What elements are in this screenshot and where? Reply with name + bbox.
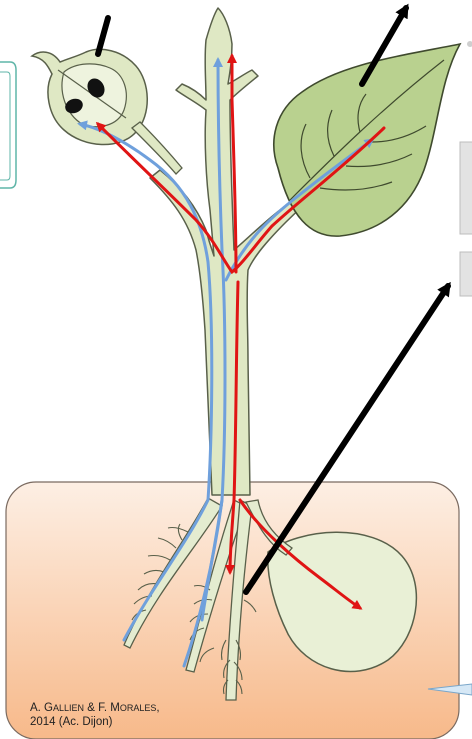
label-box-right-top bbox=[460, 142, 472, 234]
credit-suffix: , bbox=[156, 702, 159, 714]
pointer-arrow-fruit bbox=[98, 18, 108, 54]
label-box-right-middle bbox=[460, 252, 472, 296]
credit-author-1-rest: allien bbox=[53, 703, 84, 713]
credit-author-2-rest: orales bbox=[120, 703, 157, 713]
credit-separator: & bbox=[84, 702, 98, 714]
credit-line-2: 2014 (Ac. Dijon) bbox=[30, 715, 160, 729]
label-box-fragment-left-inner bbox=[0, 72, 10, 180]
credit-author-2-initial: F. M bbox=[98, 702, 120, 714]
label-box-fragment-left bbox=[0, 62, 16, 188]
author-credit: A. Gallien & F. Morales, 2014 (Ac. Dijon… bbox=[30, 701, 160, 729]
credit-author-1-initial: A. G bbox=[30, 702, 53, 714]
credit-line-1: A. Gallien & F. Morales, bbox=[30, 701, 160, 715]
label-connector-dot bbox=[467, 41, 472, 47]
